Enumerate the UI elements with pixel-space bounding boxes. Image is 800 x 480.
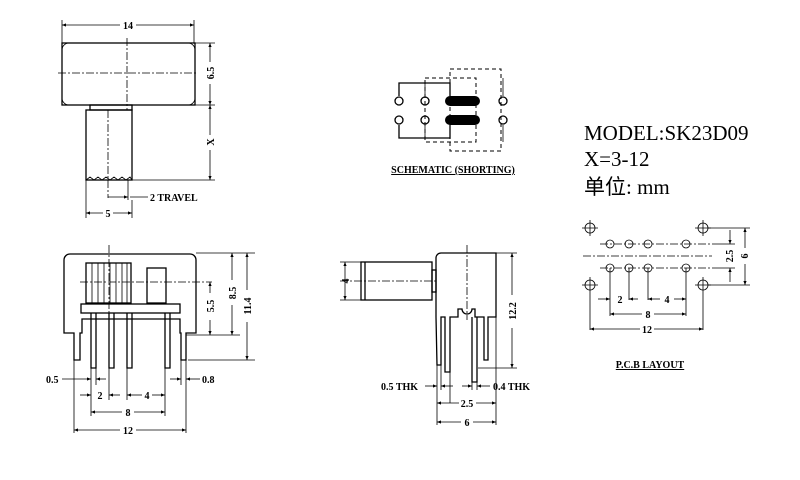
- unit-label: 单位: mm: [584, 175, 670, 199]
- dim-6: 6: [465, 418, 470, 429]
- dim-8-5: 8.5: [228, 287, 239, 300]
- dim-5-5: 5.5: [206, 300, 217, 313]
- model-label: MODEL:SK23D09: [584, 121, 749, 145]
- pcb-dim-4: 4: [665, 295, 670, 306]
- dim-pitch-4: 4: [145, 391, 150, 402]
- front-view: 5.5 8.5 11.4 0.5 0.8 2 4 8 12: [46, 245, 255, 437]
- dim-0-5-thk: 0.5 THK: [381, 382, 418, 393]
- dim-knob-width: 5: [106, 209, 111, 220]
- dim-height: 6.5: [206, 67, 217, 80]
- dim-pitch-2: 2: [98, 391, 103, 402]
- dim-pitch-8: 8: [126, 408, 131, 419]
- pcb-dim-2-5: 2.5: [725, 250, 736, 263]
- contact-bar: [445, 115, 480, 125]
- contact-bar: [445, 96, 480, 106]
- x-range: X=3-12: [584, 147, 650, 171]
- pcb-dim-6: 6: [740, 254, 751, 259]
- pcb-dim-8: 8: [646, 310, 651, 321]
- pcb-dim-2: 2: [618, 295, 623, 306]
- top-view: 14 6.5 X 2 TRAVEL 5: [58, 20, 217, 220]
- schematic: SCHEMATIC (SHORTING): [391, 68, 515, 176]
- pcb-title: P.C.B LAYOUT: [616, 360, 685, 371]
- dim-x: X: [206, 138, 217, 146]
- dim-12-2: 12.2: [508, 302, 519, 320]
- dim-travel: 2 TRAVEL: [150, 193, 198, 204]
- pcb-layout: 2.5 6 2 4 8 12 P.C.B LAYOUT: [582, 220, 751, 371]
- schematic-title: SCHEMATIC (SHORTING): [391, 165, 515, 176]
- pcb-dim-12: 12: [642, 325, 652, 336]
- dim-0-5: 0.5: [46, 375, 59, 386]
- dim-width: 14: [123, 21, 133, 32]
- dim-0-4-thk: 0.4 THK: [493, 382, 530, 393]
- side-view: 4 12.2 0.5 THK 0.4 THK 2.5 6: [340, 245, 530, 429]
- dim-2-5: 2.5: [461, 399, 474, 410]
- dim-0-8: 0.8: [202, 375, 215, 386]
- dim-pitch-12: 12: [123, 426, 133, 437]
- dim-11-4: 11.4: [243, 298, 254, 315]
- dim-knob-4: 4: [341, 279, 352, 284]
